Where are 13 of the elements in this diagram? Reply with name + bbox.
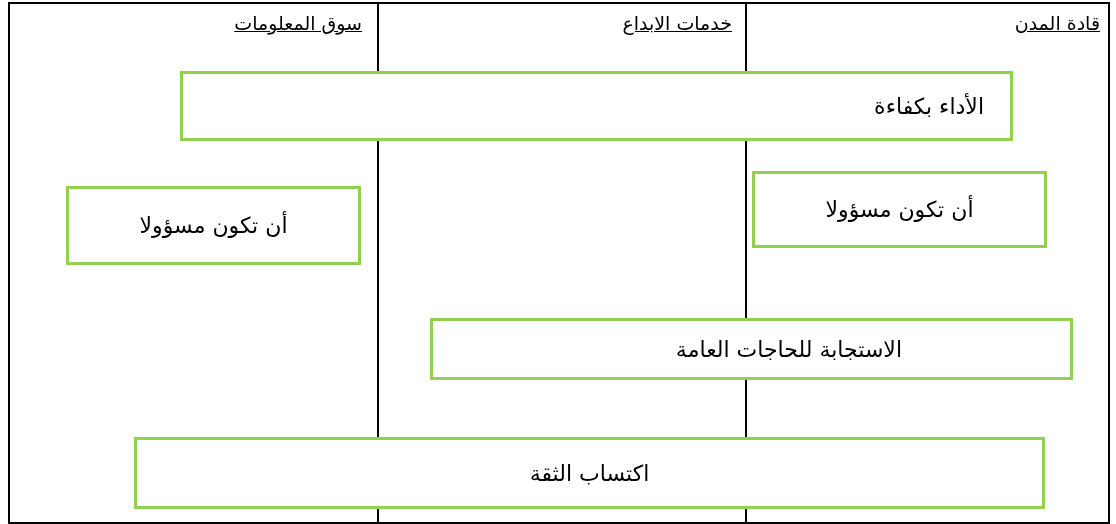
box-label: الاستجابة للحاجات العامة [675,336,902,362]
text-box [180,71,1013,141]
column-header: سوق المعلومات [234,12,362,34]
column-header: خدمات الابداع [622,12,732,34]
column-header: قادة المدن [1014,12,1100,34]
text-box [752,171,1047,248]
text-box [66,186,361,265]
box-label: أن تكون مسؤولا [825,197,974,222]
text-box [134,437,1045,509]
box-label: اكتساب الثقة [529,460,650,486]
box-label: أن تكون مسؤولا [139,213,288,238]
box-label: الأداء بكفاءة [874,93,984,119]
text-box [430,318,1073,380]
